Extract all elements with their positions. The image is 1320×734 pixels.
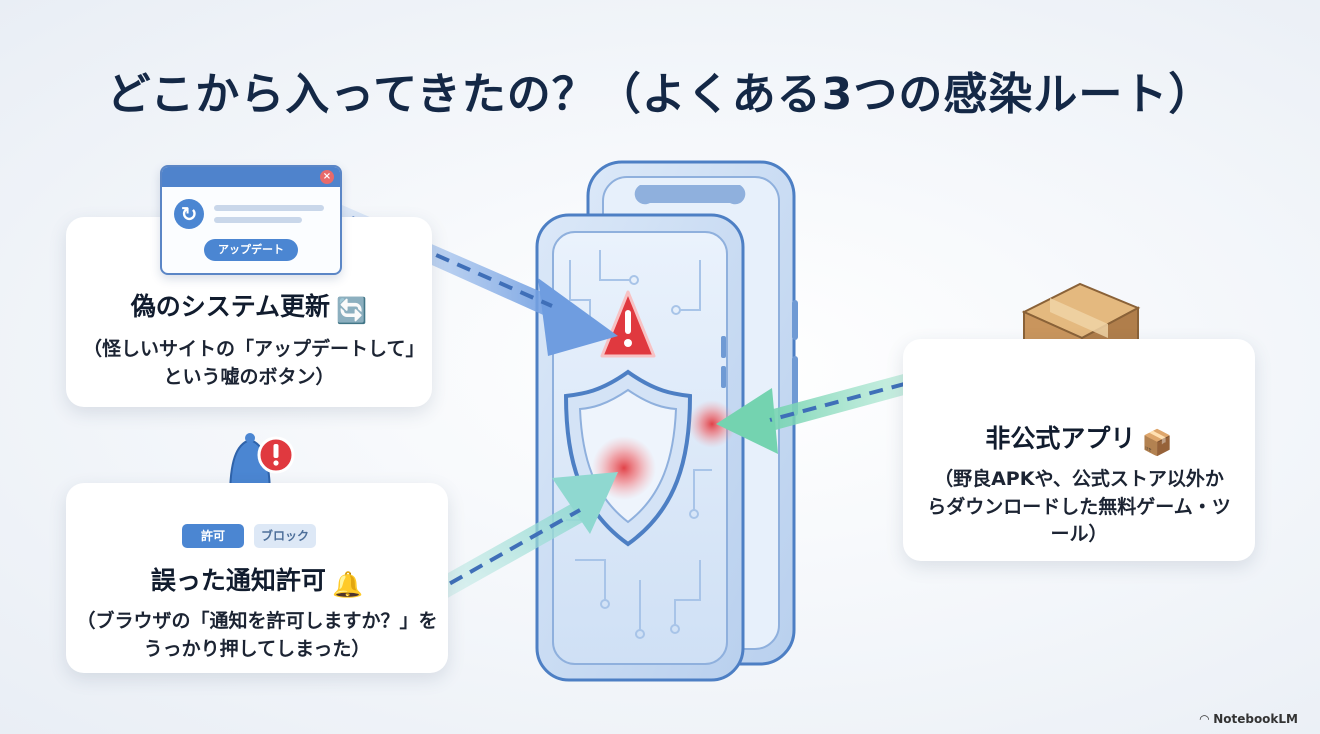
route-heading-fake-update: 偽のシステム更新🔄 (130, 292, 368, 325)
brand-label: ◠ NotebookLM (1199, 712, 1298, 726)
fake-update-popup: × ↻ アップデート (160, 165, 342, 275)
refresh-icon: ↻ (174, 199, 204, 229)
route-card-unofficial-app: 非公式アプリ📦 （野良APKや、公式ストア以外からダウンロードした無料ゲーム・ツ… (903, 339, 1255, 561)
bell-emoji-icon: 🔔 (331, 570, 364, 599)
popup-update-button: アップデート (204, 239, 298, 261)
route-card-notification: 誤った通知許可🔔 （ブラウザの「通知を許可しますか？」をうっかり押してしまった） (66, 483, 448, 673)
refresh-icon: 🔄 (336, 296, 368, 325)
block-chip: ブロック (254, 524, 316, 548)
route-description-fake-update: （怪しいサイトの「アップデートして」という嘘のボタン） (83, 338, 415, 388)
route-description-notification: （ブラウザの「通知を許可しますか？」をうっかり押してしまった） (76, 610, 438, 660)
allow-chip: 許可 (182, 524, 244, 548)
route-description-unofficial-app: （野良APKや、公式ストア以外からダウンロードした無料ゲーム・ツール） (927, 468, 1231, 546)
route-heading-unofficial-app: 非公式アプリ📦 (985, 424, 1173, 457)
page-title: どこから入ってきたの？（よくある3つの感染ルート） (106, 69, 1214, 120)
route-card-fake-update: 偽のシステム更新🔄 （怪しいサイトの「アップデートして」という嘘のボタン） (66, 217, 432, 407)
infection-point-side (688, 400, 736, 448)
route-heading-notification: 誤った通知許可🔔 (150, 566, 364, 599)
warning-icon (600, 290, 656, 358)
close-icon: × (320, 170, 334, 184)
package-emoji-icon: 📦 (1141, 428, 1173, 457)
